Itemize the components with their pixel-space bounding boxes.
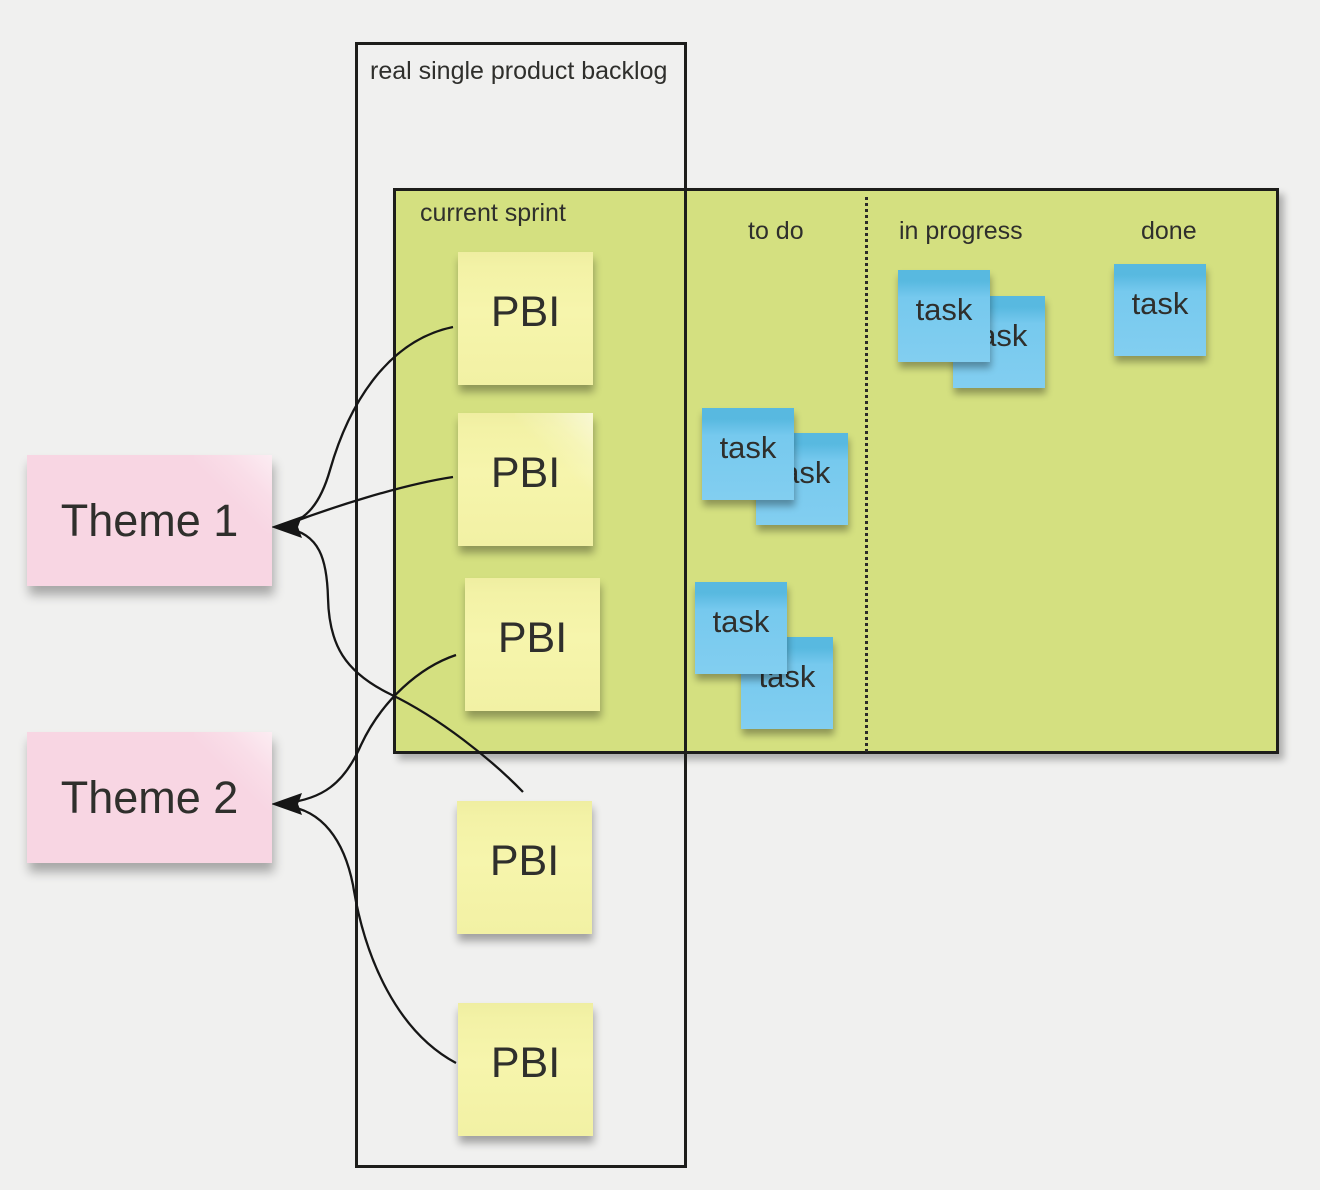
arrowhead-theme2 xyxy=(271,793,302,815)
current-sprint-label: current sprint xyxy=(420,199,566,227)
pbi-note-3[interactable]: PBI xyxy=(465,578,600,711)
todo-inprogress-divider xyxy=(865,197,868,752)
task-note-todo-1[interactable]: task xyxy=(702,408,794,500)
task-note-todo-1-label: task xyxy=(719,430,777,465)
task-note-todo-3[interactable]: task xyxy=(695,582,787,674)
pbi-note-1-label: PBI xyxy=(490,288,561,336)
column-label-done: done xyxy=(1141,217,1197,245)
task-note-done-1[interactable]: task xyxy=(1114,264,1206,356)
column-label-in-progress: in progress xyxy=(899,217,1023,245)
pbi-note-3-label: PBI xyxy=(497,614,568,662)
theme-note-1[interactable]: Theme 1 xyxy=(27,455,272,586)
task-note-done-1-label: task xyxy=(1131,286,1189,321)
pbi-note-2[interactable]: PBI xyxy=(458,413,593,546)
pbi-note-5-label: PBI xyxy=(490,1039,561,1087)
arrowhead-theme1 xyxy=(271,516,302,538)
pbi-note-4-label: PBI xyxy=(489,837,560,885)
pbi-note-2-label: PBI xyxy=(490,449,561,497)
task-note-todo-4[interactable]: task xyxy=(741,637,833,729)
task-note-inprogress-1[interactable]: task xyxy=(898,270,990,362)
pbi-note-5[interactable]: PBI xyxy=(458,1003,593,1136)
product-backlog-label: real single product backlog xyxy=(370,57,668,85)
theme-note-2-label: Theme 2 xyxy=(60,771,239,823)
task-note-inprogress-1-label: task xyxy=(915,292,973,327)
theme-note-2[interactable]: Theme 2 xyxy=(27,732,272,863)
pbi-note-1[interactable]: PBI xyxy=(458,252,593,385)
pbi-note-4[interactable]: PBI xyxy=(457,801,592,934)
theme-note-1-label: Theme 1 xyxy=(60,494,239,546)
column-label-todo: to do xyxy=(748,217,804,245)
task-note-todo-3-label: task xyxy=(712,604,770,639)
